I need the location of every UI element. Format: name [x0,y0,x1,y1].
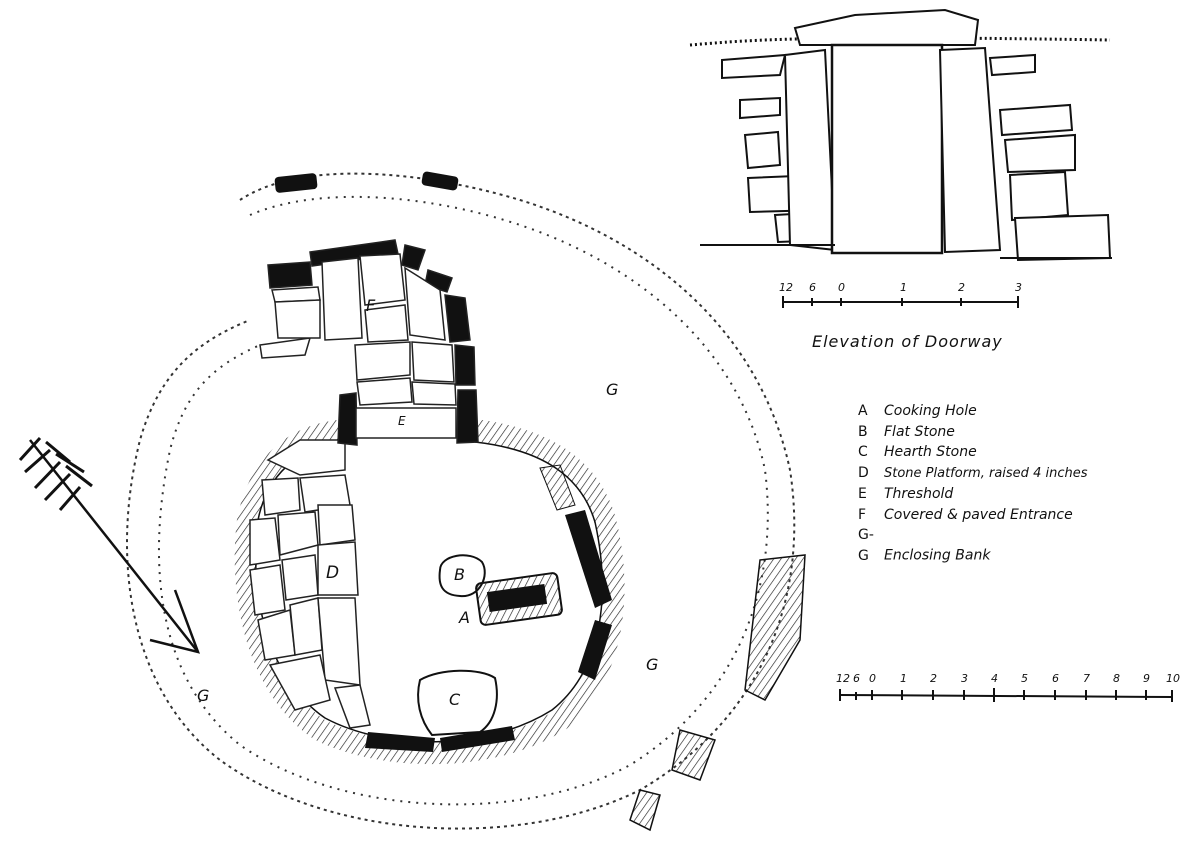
legend-item: G-G Enclosing Bank [858,525,1087,566]
label-g-right-upper: G [606,380,619,399]
plan-scale-tick: 0 [869,672,876,685]
legend-key: A [858,403,868,419]
legend-text: Enclosing Bank [884,547,991,564]
label-c: C [449,690,461,709]
plan-scale-tick: 1 [900,672,907,685]
legend-text: Covered & paved Entrance [884,506,1073,523]
legend-item: F Covered & paved Entrance [858,505,1087,526]
enclosing-bank [126,172,796,830]
elevation-scale-tick: 0 [838,281,845,294]
plan-scale-tick: 5 [1021,672,1028,685]
plan-scale-tick: 4 [991,672,998,685]
label-d: D [326,563,340,583]
elevation-scale-tick: 2 [958,281,965,294]
legend-text: Stone Platform, raised 4 inches [884,465,1088,481]
legend-item: A Cooking Hole [858,401,1087,422]
legend-text: Flat Stone [884,423,955,440]
plan-scale-tick: 9 [1143,672,1150,685]
doorway-elevation [689,8,1112,262]
legend-key: D [858,464,869,481]
elevation-scale-tick: 12 [779,281,793,294]
plan-scale-bar [839,688,1173,702]
plan-scale-tick: 3 [961,672,968,685]
label-b: B [454,565,465,584]
plan-scale-tick: 12 [836,672,850,685]
plan-scale-tick: 2 [930,672,937,685]
threshold-e [355,407,457,439]
cooking-hole-a [475,572,563,626]
top-bank-blocks [274,171,459,193]
legend-key: B [858,423,868,440]
plan-scale-tick: 6 [853,672,860,685]
legend-text: Hearth Stone [884,444,977,460]
elevation-scale-tick: 3 [1015,281,1022,294]
label-a: A [459,608,470,627]
legend-key: F [858,506,867,523]
wall-orthostats [365,464,612,752]
entrance-passage-f [259,239,479,446]
legend-item: D Stone Platform, raised 4 inches [858,463,1087,485]
legend-key: E [858,486,867,502]
label-g-left: G [197,686,210,705]
legend-item: E Threshold [858,484,1087,505]
legend-item: B Flat Stone [858,422,1087,443]
elevation-scale-tick: 6 [809,281,816,294]
plan-scale-tick: 10 [1166,672,1180,685]
plan-scale-tick: 7 [1083,672,1090,685]
north-arrow-icon [18,436,200,654]
label-g-right-lower: G [646,655,659,674]
plan-scale-tick: 8 [1113,672,1120,685]
legend-text: Threshold [884,486,954,502]
label-f: F [366,296,376,315]
hearth-stone-c [417,669,498,737]
plan-scale-tick: 6 [1052,672,1059,685]
elevation-scale-tick: 1 [900,281,907,294]
elevation-caption: Elevation of Doorway [812,332,1003,351]
elevation-scale-bar [782,296,1019,308]
label-e: E [398,414,406,428]
legend-key: C [858,444,868,460]
bank-stones [629,554,806,832]
legend-item: C Hearth Stone [858,442,1087,463]
stone-platform-d [249,439,371,729]
legend-text: Cooking Hole [884,403,977,419]
legend-key: G-G [858,527,874,564]
